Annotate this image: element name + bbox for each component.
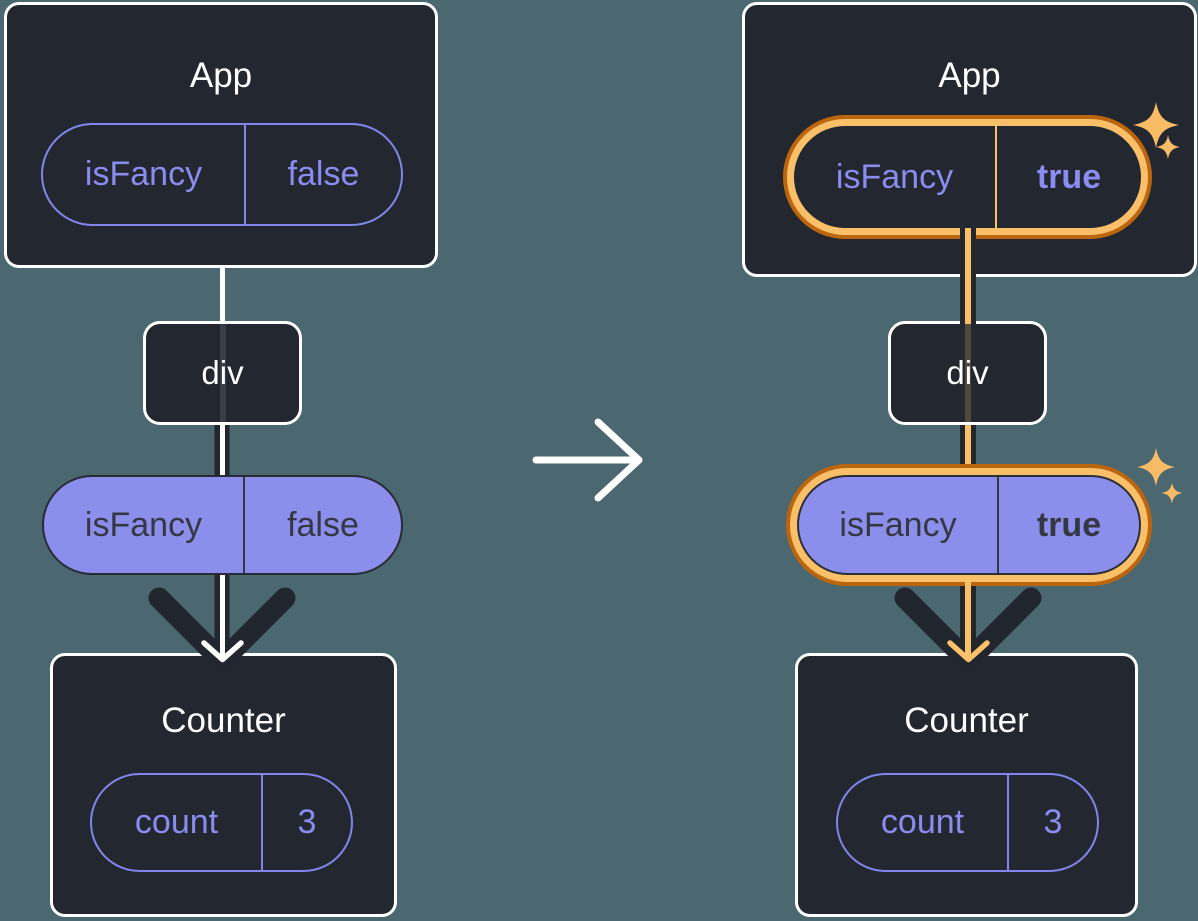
pill-divider [243,477,245,573]
pill-divider [1007,775,1009,870]
sparkle-icon [1137,448,1175,486]
node-title: Counter [904,701,1029,740]
prop-name: isFancy [84,505,203,544]
prop-pill-app-right: isFancy true [794,126,1141,228]
state-name: count [134,803,219,841]
state-value: 3 [297,803,317,841]
prop-value: false [287,505,359,544]
highlight-ring: isFancy true [786,464,1152,586]
state-pill-counter-right: count 3 [836,773,1099,872]
prop-name: isFancy [839,505,957,544]
node-title: div [201,354,244,391]
arrow-right-icon [532,418,643,502]
pill-divider [997,477,999,573]
prop-value: true [1036,505,1102,544]
pill-divider [261,775,263,870]
highlight-ring: isFancy true [783,115,1152,239]
prop-pill-passed-left: isFancy false [42,475,403,575]
prop-value: false [287,155,360,193]
pill-divider [244,125,246,224]
state-name: count [880,803,965,841]
div-node-left: div [143,321,302,425]
node-title: App [189,56,253,95]
sparkle-icon [1161,482,1183,504]
node-title: App [938,56,1001,95]
state-pill-counter-left: count 3 [90,773,353,872]
prop-value: true [1036,157,1102,196]
flow-line-through-node [964,324,971,422]
arrowhead-icon [148,576,296,672]
div-node-right: div [888,321,1047,425]
node-title: div [946,354,989,391]
prop-pill-passed-right: isFancy true [797,475,1141,575]
prop-name: isFancy [835,157,954,196]
prop-pill-app-left: isFancy false [41,123,403,226]
arrowhead-icon [894,576,1042,672]
prop-name: isFancy [84,155,203,193]
state-value: 3 [1043,803,1063,841]
node-title: Counter [161,701,286,740]
pill-divider [995,126,997,228]
